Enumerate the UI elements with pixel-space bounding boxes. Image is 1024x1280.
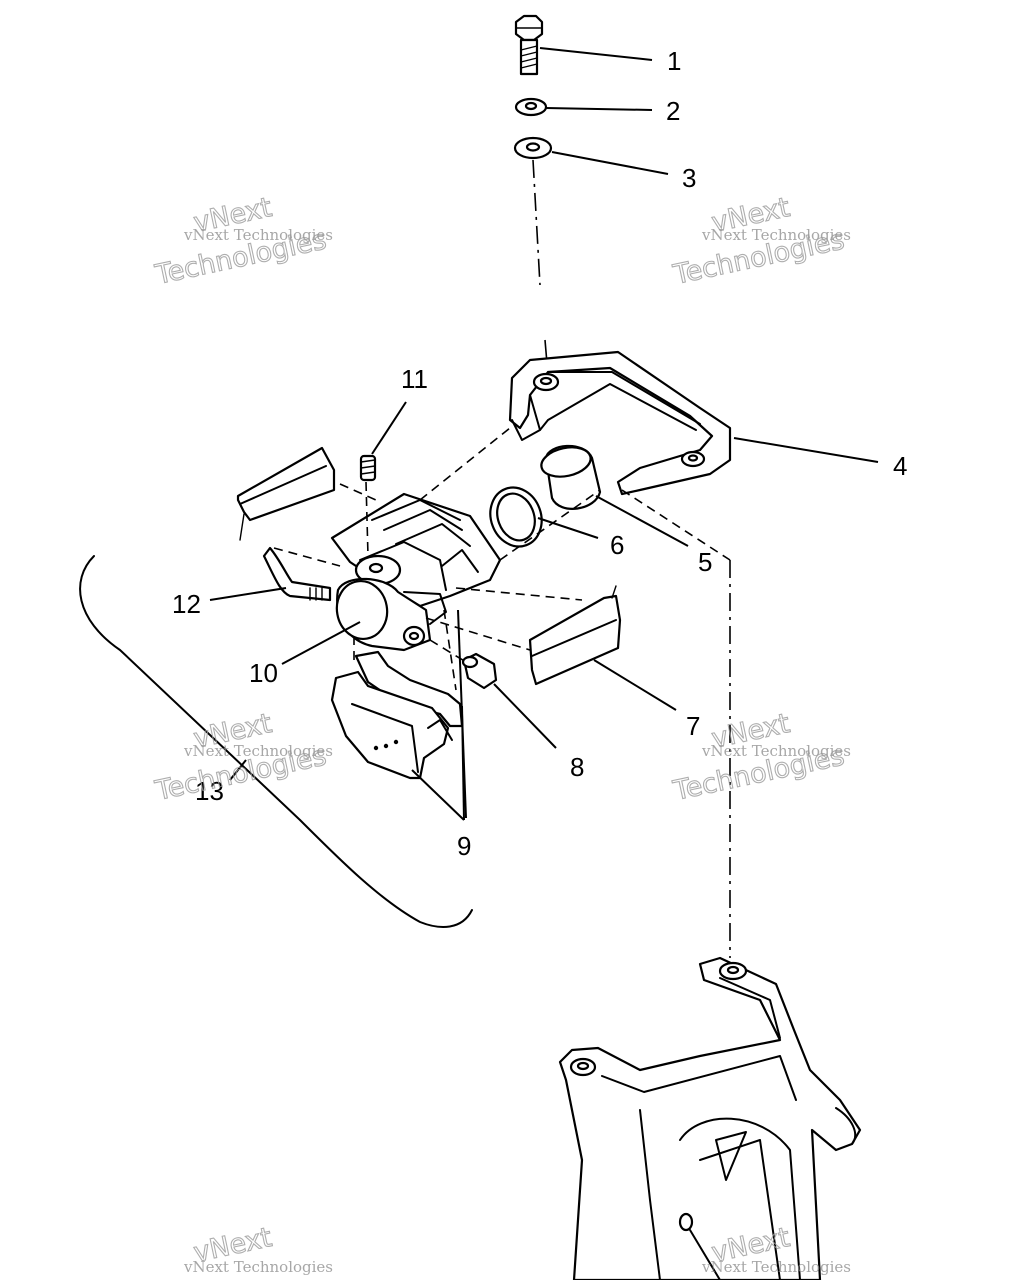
callout-11: 11 bbox=[401, 364, 428, 394]
callout-1: 1 bbox=[667, 46, 681, 76]
callout-3: 3 bbox=[682, 163, 696, 193]
callout-9: 9 bbox=[457, 831, 471, 861]
callout-6: 6 bbox=[610, 530, 624, 560]
kit-outline bbox=[79, 555, 473, 928]
callout-5: 5 bbox=[698, 547, 712, 577]
brake-pad-front bbox=[330, 670, 453, 780]
piston bbox=[540, 444, 602, 510]
bushing-pin bbox=[461, 652, 498, 690]
svg-text:vNext Technologies: vNext Technologies bbox=[701, 1258, 851, 1276]
svg-text:vNext Technologies: vNext Technologies bbox=[183, 1258, 333, 1276]
svg-text:vNext Technologies: vNext Technologies bbox=[183, 226, 333, 244]
assembly-lines bbox=[273, 427, 731, 958]
callout-13: 13 bbox=[195, 776, 224, 806]
callout-labels: 1 2 3 4 5 6 7 8 9 10 11 12 13 bbox=[172, 46, 907, 861]
callout-10: 10 bbox=[249, 658, 278, 688]
callout-7: 7 bbox=[686, 711, 700, 741]
brake-line bbox=[262, 546, 332, 602]
piston-seal bbox=[489, 486, 543, 548]
anti-rattle-clip-upper bbox=[236, 446, 336, 541]
caliper-boss bbox=[354, 554, 402, 586]
leader-lines bbox=[209, 47, 879, 821]
caliper-cylinder bbox=[335, 577, 447, 652]
watermark-middle-left: vNext vNext Technologies Technologies bbox=[151, 708, 333, 808]
watermark-middle-right: vNext vNext Technologies Technologies bbox=[669, 708, 851, 808]
caliper-bracket bbox=[508, 350, 732, 496]
svg-text:vNext Technologies: vNext Technologies bbox=[183, 742, 333, 760]
flat-washer bbox=[513, 136, 553, 160]
watermark-top-right: vNext vNext Technologies Technologies bbox=[669, 192, 851, 292]
svg-text:vNext Technologies: vNext Technologies bbox=[701, 742, 851, 760]
lock-washer bbox=[514, 97, 548, 117]
callout-2: 2 bbox=[666, 96, 680, 126]
chaincase-housing bbox=[558, 956, 862, 1280]
centerline-bolt bbox=[532, 159, 541, 286]
callout-8: 8 bbox=[570, 752, 584, 782]
callout-4: 4 bbox=[893, 451, 907, 481]
svg-text:vNext Technologies: vNext Technologies bbox=[701, 226, 851, 244]
watermark-bottom-left: vNext vNext Technologies bbox=[183, 1222, 333, 1276]
bleeder-screw bbox=[359, 454, 377, 482]
watermark-top-left: vNext vNext Technologies Technologies bbox=[151, 192, 333, 292]
anti-rattle-clip-lower bbox=[528, 585, 622, 686]
callout-12: 12 bbox=[172, 589, 201, 619]
bolt bbox=[514, 14, 544, 76]
